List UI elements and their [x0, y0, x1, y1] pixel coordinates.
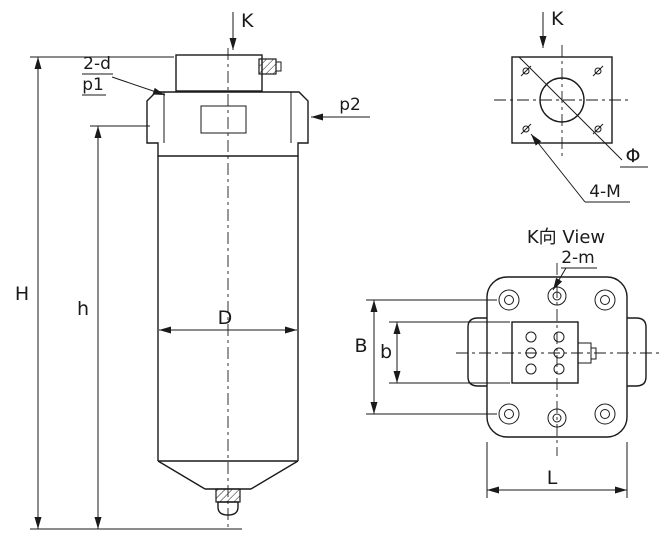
fitting-tip	[275, 61, 282, 72]
section-arrow-k-right: K	[539, 8, 564, 48]
block-hole	[525, 347, 537, 359]
dim-label-b: b	[380, 341, 392, 363]
head-outline	[146, 91, 309, 157]
cone-right	[250, 460, 299, 490]
bolt-m	[547, 408, 567, 428]
callout-2m: 2-m	[552, 248, 597, 291]
dim-label-h: h	[77, 298, 89, 320]
dim-label-L: L	[547, 467, 558, 489]
head-body	[486, 276, 628, 438]
leader-4m	[530, 133, 586, 203]
section-label-k: K	[241, 10, 254, 32]
flange-top-view: K Φ 4-M	[494, 8, 648, 203]
label-2d: 2-d	[83, 54, 111, 74]
block-hole	[525, 331, 537, 343]
k-view-title: K向 View	[527, 227, 605, 248]
plug-body	[215, 488, 241, 503]
corner-holes	[520, 65, 604, 135]
block-outline	[511, 321, 579, 384]
front-view: K	[15, 10, 370, 530]
tapped-hole	[520, 123, 532, 135]
tapped-hole	[592, 65, 604, 77]
label-phi: Φ	[626, 145, 641, 167]
port-boss-right	[627, 317, 647, 387]
dimension-L: L	[486, 442, 628, 498]
fitting-body	[258, 58, 277, 75]
leader-2m	[552, 267, 567, 291]
drain-plug	[215, 488, 241, 516]
port-boss-left	[467, 317, 487, 387]
breather-fitting	[258, 58, 282, 75]
dimension-h: h	[77, 125, 150, 529]
label-2m: 2-m	[561, 248, 595, 268]
plug-cap	[217, 501, 239, 516]
label-4m: 4-M	[589, 182, 621, 202]
dimension-D: D	[159, 307, 297, 334]
bolt-m	[547, 286, 567, 306]
dim-label-B: B	[354, 335, 367, 357]
dim-label-D: D	[218, 307, 233, 329]
block-hole	[553, 331, 565, 343]
section-arrow-k-left: K	[229, 10, 254, 50]
callout-2d-p1: 2-d p1	[82, 54, 166, 96]
top-cap	[175, 54, 263, 92]
leader-phi	[518, 56, 623, 161]
dimension-H: H	[15, 56, 242, 530]
dimension-b: b	[380, 321, 510, 384]
leader-2d	[111, 76, 166, 96]
bolt	[498, 289, 520, 311]
callout-phi: Φ	[518, 56, 648, 168]
flange-plate	[511, 56, 613, 144]
block-fitting-tip	[590, 347, 597, 360]
block-hole	[525, 363, 537, 375]
dimension-B: B	[354, 299, 497, 415]
dim-label-H: H	[15, 283, 29, 305]
filter-shell	[157, 156, 299, 490]
center-bore	[539, 77, 585, 123]
block-hole	[553, 363, 565, 375]
block-hole	[553, 347, 565, 359]
section-label-k: K	[551, 8, 564, 30]
bolt	[498, 403, 520, 425]
k-direction-view: K向 View 2-m	[354, 227, 661, 498]
cone-left	[157, 460, 206, 490]
corner-bolts	[498, 289, 616, 425]
center-bolts	[547, 286, 567, 428]
label-p1: p1	[82, 75, 104, 95]
center-block	[511, 321, 597, 384]
bolt	[594, 403, 616, 425]
label-p2: p2	[339, 95, 361, 115]
filter-head	[146, 91, 309, 157]
callout-p2: p2	[311, 95, 370, 121]
callout-4m: 4-M	[530, 133, 630, 203]
nameplate	[200, 105, 247, 134]
bolt	[594, 289, 616, 311]
